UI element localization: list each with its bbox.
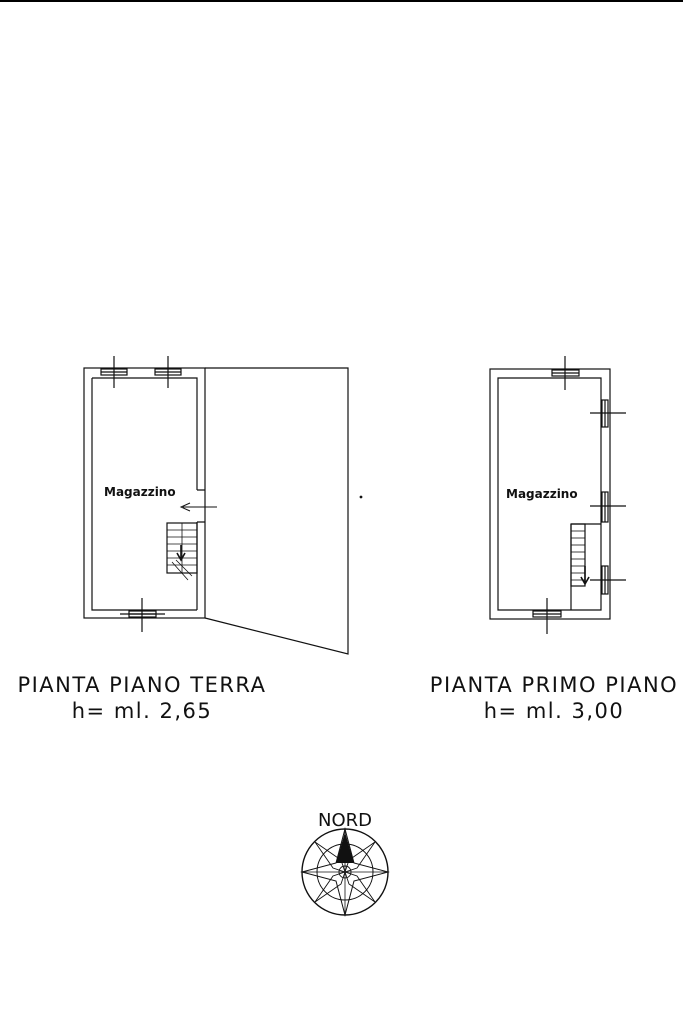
first-floor-height: h= ml. 3,00	[483, 699, 625, 723]
first-floor-caption: PIANTA PRIMO PIANO h= ml. 3,00	[420, 672, 683, 724]
first-stair-treads	[571, 530, 585, 581]
compass-north-pointer	[336, 832, 354, 863]
ground-floor-door-jamb	[197, 489, 205, 523]
first-floor-outer-wall	[489, 368, 611, 620]
first-room-label: Magazzino	[506, 487, 578, 501]
ground-dot	[359, 495, 363, 499]
first-floor-title: PIANTA PRIMO PIANO	[429, 673, 679, 697]
ground-adjacent-area	[204, 367, 349, 655]
ground-floor-title: PIANTA PIANO TERRA	[17, 673, 267, 697]
first-staircase-outline	[570, 523, 601, 610]
ground-entry-arrow	[179, 502, 217, 512]
compass-rose	[300, 827, 390, 917]
first-staircase	[570, 523, 586, 587]
first-floor-inner-wall	[497, 377, 602, 611]
ground-floor-height: h= ml. 2,65	[71, 699, 213, 723]
ground-floor-outer-wall	[83, 367, 206, 619]
ground-stair-treads	[167, 523, 197, 573]
ground-stair-arrow	[176, 545, 186, 562]
ground-floor-inner-wall	[91, 378, 197, 611]
first-floor-plan: Magazzino	[489, 356, 626, 634]
ground-floor-caption: PIANTA PIANO TERRA h= ml. 2,65	[6, 672, 278, 724]
ground-floor-plan: Magazzino	[83, 356, 363, 655]
ground-floor-inner-wall-top	[92, 377, 198, 490]
compass-center	[338, 865, 352, 879]
ground-stair-break-line	[171, 559, 193, 581]
sheet-top-border	[0, 0, 683, 2]
compass-label: NORD	[318, 810, 372, 831]
ground-room-label: Magazzino	[104, 485, 176, 499]
first-stair-arrow	[580, 566, 590, 586]
